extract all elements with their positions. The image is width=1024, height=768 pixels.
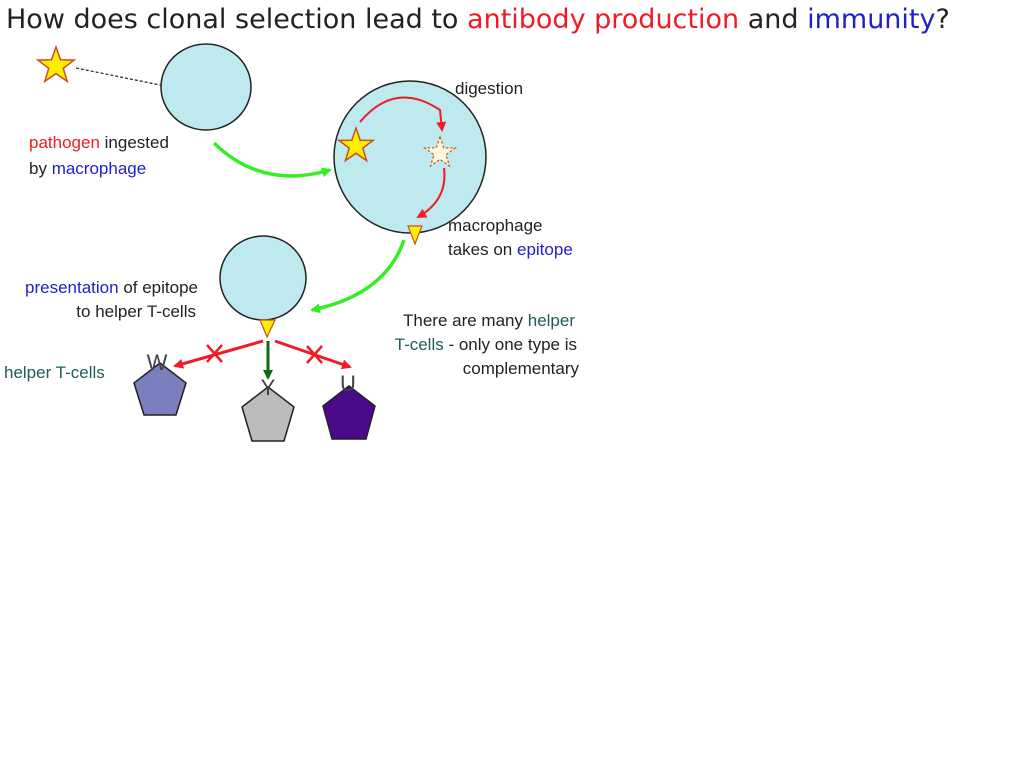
takes-on-word: takes on — [448, 240, 517, 259]
many-prefix-word: There are many — [403, 311, 528, 330]
macrophage-cell-3 — [219, 235, 307, 321]
title-part-3: and — [739, 4, 807, 35]
helper-tcell-w — [133, 362, 187, 416]
takes-on-epitope-label: takes on epitope — [448, 240, 573, 259]
many-tcells-word: T-cells — [395, 335, 444, 354]
page-title: How does clonal selection lead to antibo… — [6, 4, 950, 35]
title-antibody-production: antibody production — [467, 4, 739, 35]
many-helper-word: helper — [528, 311, 576, 330]
helper-tcell-y — [241, 386, 295, 442]
digested-pathogen-star-icon — [423, 135, 457, 168]
macrophage-takes-label: macrophage — [448, 216, 543, 235]
many-helper-line-3: complementary — [463, 359, 580, 378]
presentation-arrow — [310, 239, 406, 314]
digestion-arrow-top — [359, 96, 447, 132]
presentation-label: presentation of epitope — [25, 278, 198, 297]
reject-cross-w-icon — [206, 344, 223, 363]
arrow-to-tcell-w — [173, 339, 264, 369]
tcell-u-letter: U — [340, 371, 356, 396]
helper-tcells-label: helper T-cells — [4, 363, 105, 382]
pathogen-pointer-line — [75, 67, 171, 88]
title-question-mark: ? — [936, 4, 950, 35]
tcell-y-letter: Y — [261, 375, 276, 400]
digestion-arrow-down — [416, 167, 446, 218]
ingestion-arrow — [212, 141, 332, 178]
presentation-word: presentation — [25, 278, 119, 297]
only-one-type-word: - only one type is — [444, 335, 577, 354]
tcell-w-letter: W — [147, 350, 168, 375]
macrophage-cell-2 — [333, 80, 487, 234]
by-word: by — [29, 159, 52, 178]
of-epitope-word: of epitope — [119, 278, 198, 297]
pathogen-star-icon — [35, 44, 77, 84]
many-helper-line-2: T-cells - only one type is — [395, 335, 577, 354]
by-macrophage-label: by macrophage — [29, 159, 146, 178]
epitope-word: epitope — [517, 240, 573, 259]
pathogen-ingested-label: pathogen ingested — [29, 133, 169, 152]
ingested-word: ingested — [100, 133, 169, 152]
ingested-pathogen-star-icon — [336, 125, 376, 163]
macrophage-word: macrophage — [52, 159, 147, 178]
reject-cross-u-icon — [306, 345, 323, 364]
to-helper-tcells-label: to helper T-cells — [76, 302, 196, 321]
helper-tcell-u — [322, 385, 376, 440]
presented-epitope-triangle-icon — [259, 319, 276, 339]
digestion-label: digestion — [455, 79, 523, 98]
macrophage-cell-1 — [160, 43, 252, 131]
title-immunity: immunity — [807, 4, 935, 35]
title-part-1: How does clonal selection lead to — [6, 4, 467, 35]
epitope-triangle-icon — [407, 225, 423, 246]
pathogen-word: pathogen — [29, 133, 100, 152]
many-helper-line-1: There are many helper — [403, 311, 575, 330]
